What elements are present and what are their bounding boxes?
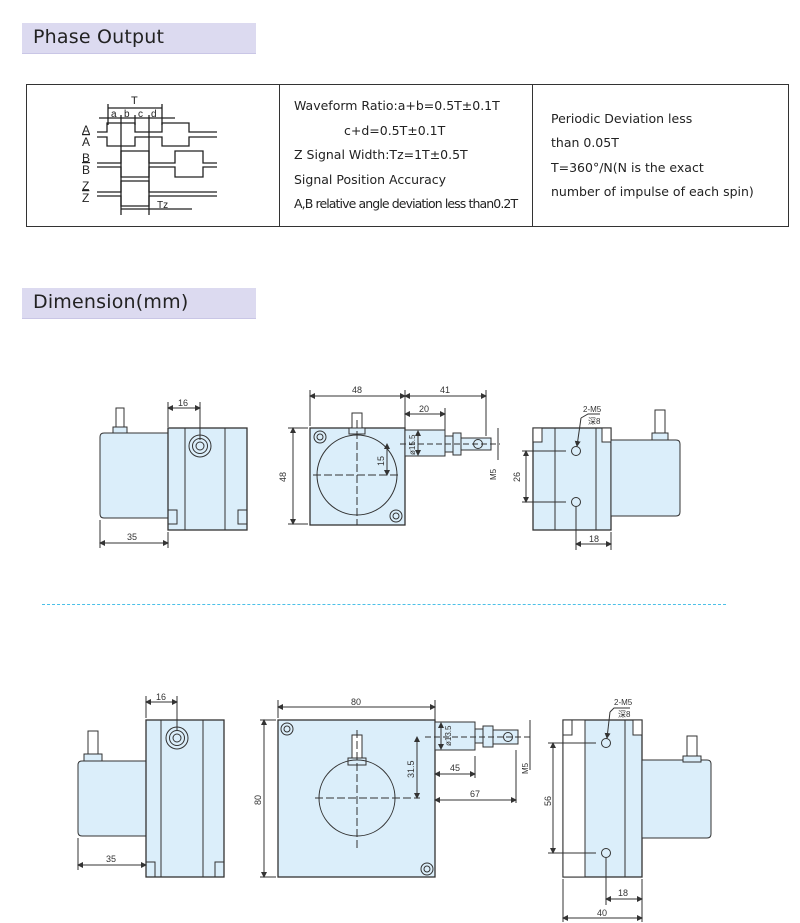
small-side-view-right	[522, 409, 681, 550]
svg-text:b: b	[124, 109, 130, 120]
svg-text:Z: Z	[82, 191, 89, 205]
svg-text:Tz: Tz	[157, 200, 168, 211]
section-divider	[42, 604, 726, 605]
large-front-dim-shaft-len: 45	[450, 763, 460, 773]
large-side-view-right	[548, 707, 712, 922]
svg-text:A: A	[82, 123, 90, 137]
phase-output-table: T a b c d Tz A A B B Z Z Waveform Ratio:…	[26, 84, 789, 227]
small-front-view	[288, 390, 500, 526]
signal-z-bar-wave	[97, 195, 217, 207]
svg-text:B: B	[82, 151, 90, 165]
waveform-diagram: T a b c d Tz A A B B Z Z	[82, 95, 217, 215]
small-front-dim-shaft-total: 41	[440, 385, 450, 395]
svg-text:a: a	[111, 109, 117, 120]
section-title: Phase Output	[33, 26, 165, 48]
large-front-view	[260, 700, 531, 878]
spec-line-waveform-ratio: Waveform Ratio:a+b=0.5T±0.1T	[294, 98, 500, 114]
svg-text:d: d	[151, 109, 157, 120]
waveform-spec-cell: Waveform Ratio:a+b=0.5T±0.1T c+d=0.5T±0.…	[279, 84, 533, 227]
spec-line-periodic-1: Periodic Deviation less	[551, 110, 693, 126]
large-right-hole-label: 2-M5	[614, 698, 633, 707]
small-front-dim-thread: M5	[489, 468, 498, 480]
section-header-dimension: Dimension(mm)	[22, 288, 256, 318]
svg-text:B: B	[82, 163, 90, 177]
large-front-dim-height: 80	[253, 795, 263, 805]
small-front-dim-width: 48	[352, 385, 362, 395]
large-right-hole-depth: 深8	[618, 710, 631, 719]
small-front-dim-shaft-len: 20	[419, 404, 429, 414]
section-title: Dimension(mm)	[33, 291, 189, 313]
large-right-dim-width: 40	[597, 908, 607, 918]
spec-line-z-width: Z Signal Width:Tz=1T±0.5T	[294, 147, 468, 163]
signal-z-wave	[97, 180, 217, 193]
large-front-dim-center-offset: 31.5	[406, 760, 416, 778]
small-front-dim-height: 48	[278, 472, 288, 482]
section-header-phase-output: Phase Output	[22, 23, 256, 53]
large-front-dim-shaft-total: 67	[470, 789, 480, 799]
svg-text:T: T	[131, 95, 138, 107]
svg-text:c: c	[138, 109, 143, 120]
periodic-spec-cell: Periodic Deviation less than 0.05T T=360…	[532, 84, 789, 227]
large-front-dim-width: 80	[351, 697, 361, 707]
small-front-dim-shaft-dia: ø15.5	[408, 434, 417, 455]
small-left-dim-16: 16	[178, 398, 188, 408]
spec-line-periodic-3: T=360°/N(N is the exact	[551, 159, 704, 175]
small-side-view-left	[99, 402, 248, 548]
spec-line-periodic-4: number of impulse of each spin)	[551, 184, 754, 199]
large-front-dim-thread: M5	[521, 762, 530, 774]
svg-text:A: A	[82, 135, 90, 149]
small-right-hole-depth: 深8	[588, 417, 601, 426]
small-left-dim-35: 35	[127, 532, 137, 542]
spec-line-periodic-2: than 0.05T	[551, 135, 619, 150]
small-front-dim-center-offset: 15	[376, 456, 386, 466]
large-right-dim-spacing: 56	[543, 796, 553, 806]
small-right-hole-label: 2-M5	[583, 405, 602, 414]
spec-line-position-accuracy: Signal Position Accuracy	[294, 171, 447, 187]
large-front-dim-shaft-dia: ø13.5	[444, 725, 453, 746]
spec-line-angle-deviation: A,B relative angle deviation less than0.…	[294, 196, 518, 212]
small-right-dim-spacing: 26	[512, 472, 522, 482]
large-left-dim-35: 35	[106, 854, 116, 864]
large-side-view-left	[77, 696, 225, 878]
svg-text:Z: Z	[82, 179, 89, 193]
spec-line-cd-ratio: c+d=0.5T±0.1T	[344, 122, 446, 138]
large-left-dim-16: 16	[156, 692, 166, 702]
large-right-dim-offset: 18	[618, 888, 628, 898]
small-right-dim-offset: 18	[589, 534, 599, 544]
